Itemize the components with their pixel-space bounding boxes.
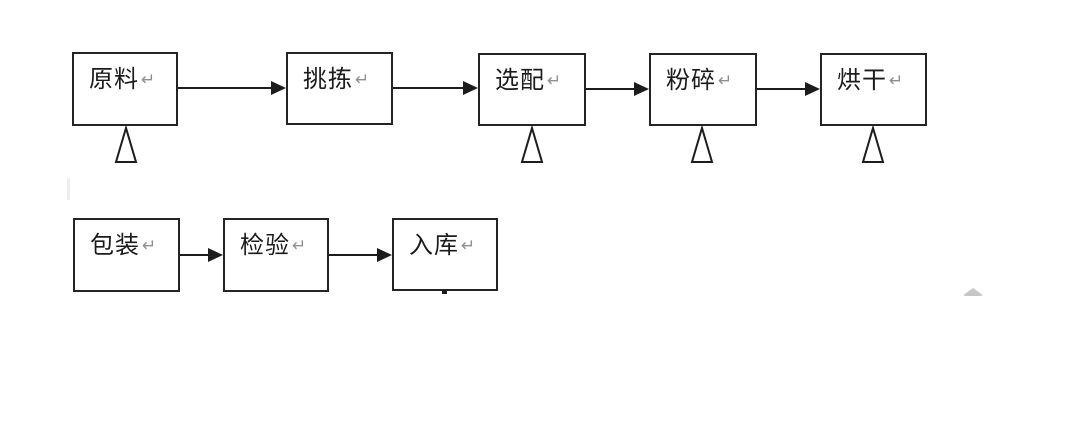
flow-node-sorting: 挑拣↵ <box>286 52 393 125</box>
node-label: 包装 <box>90 231 140 259</box>
arrowhead-right-icon <box>208 248 223 262</box>
node-label: 粉碎 <box>666 66 716 94</box>
arrow-shaft <box>393 87 463 89</box>
flow-arrow-packaging-to-inspection <box>180 248 223 262</box>
triangle-marker-raw-material <box>114 126 138 163</box>
arrow-shaft <box>178 87 271 89</box>
flow-node-crushing: 粉碎↵ <box>649 53 757 126</box>
node-label: 检验 <box>240 231 290 259</box>
handle-nub-artifact <box>442 290 447 294</box>
flow-arrow-crushing-to-drying <box>757 82 820 96</box>
flow-arrow-selection-to-crushing <box>586 82 649 96</box>
arrowhead-right-icon <box>271 81 286 95</box>
flow-arrow-sorting-to-selection <box>393 81 478 95</box>
flow-node-packaging: 包装↵ <box>73 218 180 292</box>
arrowhead-right-icon <box>634 82 649 96</box>
node-label: 入库 <box>409 231 459 259</box>
smudge-artifact-left <box>67 178 70 200</box>
paragraph-return-mark: ↵ <box>718 71 733 91</box>
paragraph-return-mark: ↵ <box>355 70 370 90</box>
arrowhead-right-icon <box>377 248 392 262</box>
paragraph-return-mark: ↵ <box>292 236 307 256</box>
arrow-shaft <box>586 88 634 90</box>
node-label: 烘干 <box>837 66 887 94</box>
arrow-shaft <box>757 88 805 90</box>
flow-arrow-raw-material-to-sorting <box>178 81 286 95</box>
flow-node-selection: 选配↵ <box>478 53 586 126</box>
arrow-shaft <box>329 254 377 256</box>
node-label: 原料 <box>89 65 139 93</box>
smudge-artifact-right <box>962 288 984 296</box>
node-label: 挑拣 <box>303 65 353 93</box>
flow-node-warehousing: 入库↵ <box>392 218 498 291</box>
flow-node-raw-material: 原料↵ <box>72 52 178 126</box>
arrow-shaft <box>180 254 208 256</box>
paragraph-return-mark: ↵ <box>141 70 156 90</box>
arrowhead-right-icon <box>463 81 478 95</box>
flow-node-inspection: 检验↵ <box>223 218 329 292</box>
paragraph-return-mark: ↵ <box>889 71 904 91</box>
node-label: 选配 <box>495 66 545 94</box>
paragraph-return-mark: ↵ <box>142 236 157 256</box>
paragraph-return-mark: ↵ <box>547 71 562 91</box>
triangle-marker-selection <box>520 126 544 163</box>
flow-arrow-inspection-to-warehousing <box>329 248 392 262</box>
triangle-marker-crushing <box>690 126 714 163</box>
triangle-marker-drying <box>861 126 885 163</box>
flow-node-drying: 烘干↵ <box>820 53 927 126</box>
arrowhead-right-icon <box>805 82 820 96</box>
paragraph-return-mark: ↵ <box>461 236 476 256</box>
